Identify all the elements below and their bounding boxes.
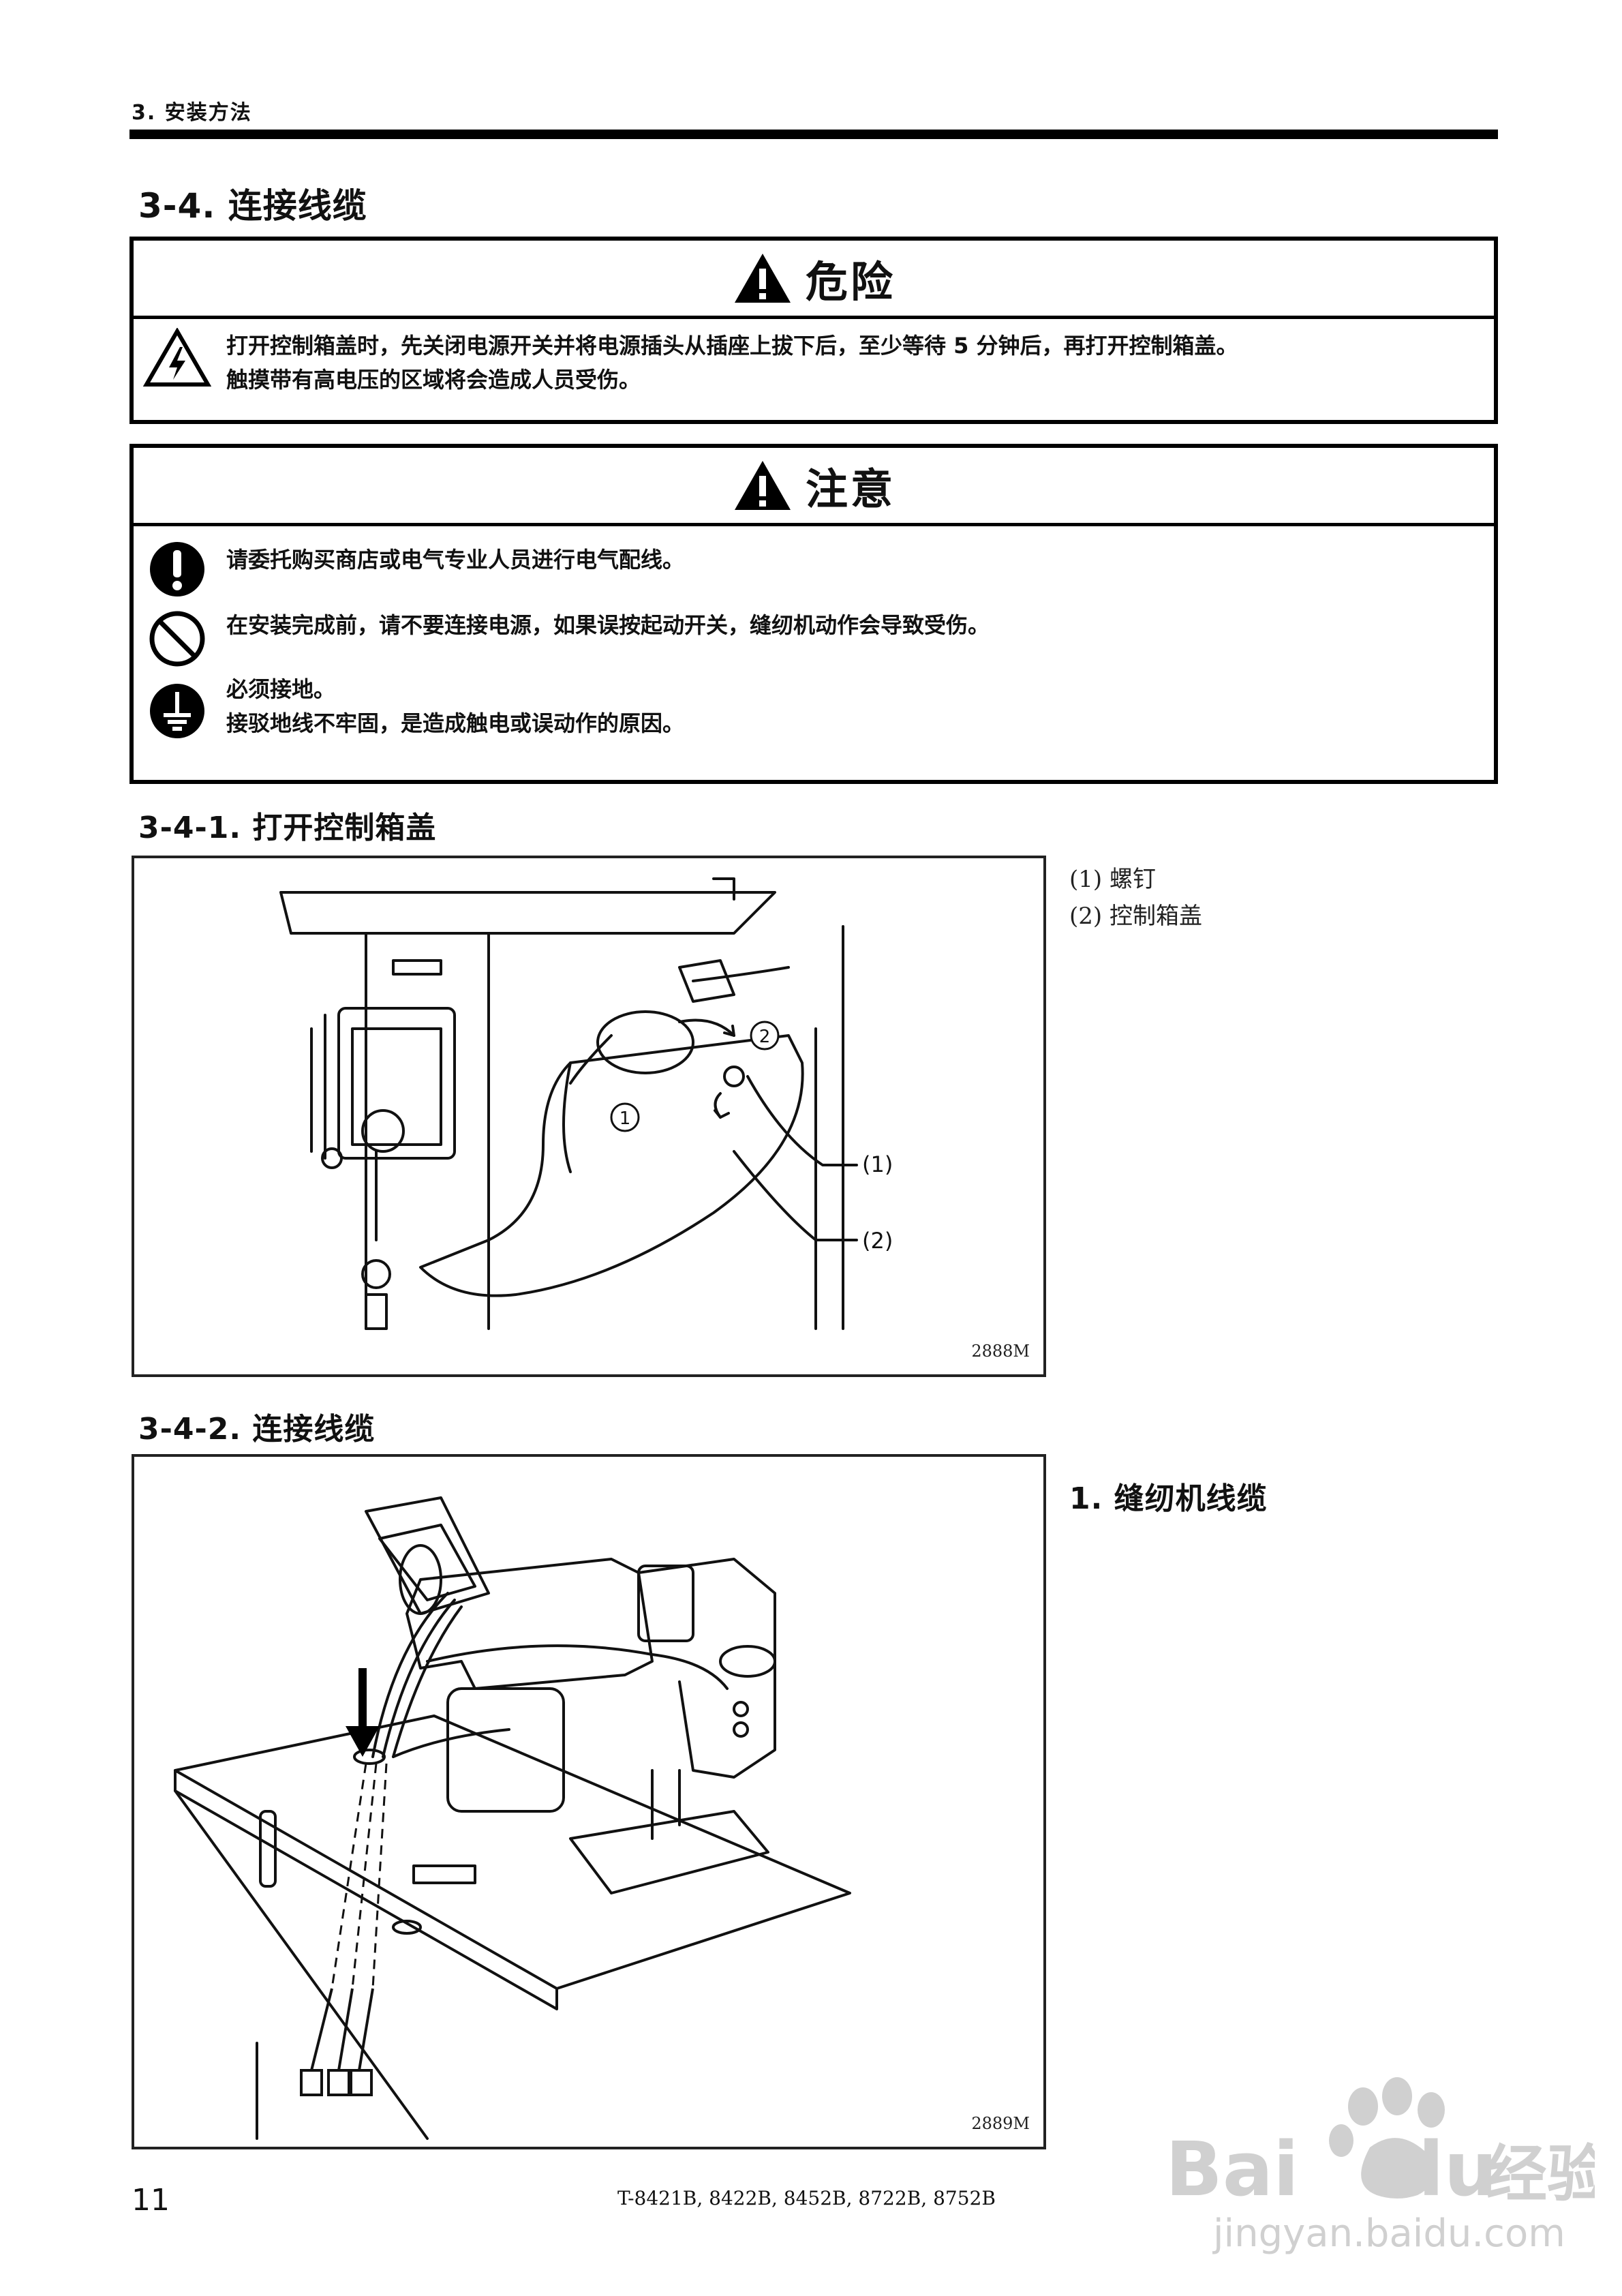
model-numbers: T-8421B, 8422B, 8452B, 8722B, 8752B	[617, 2187, 996, 2209]
section-title: 3-4. 连接线缆	[138, 186, 367, 226]
caption-sewing-machine-cable: 1. 缝纫机线缆	[1069, 1481, 1268, 1516]
caution-item-3-line-1: 必须接地。	[226, 676, 336, 702]
step-marker-2	[750, 1021, 780, 1051]
caution-item-2: 在安装完成前，请不要连接电源，如果误按起动开关，缝纫机动作会导致受伤。	[226, 612, 990, 638]
high-voltage-icon	[143, 328, 211, 387]
svg-text:Bai: Bai	[1165, 2126, 1299, 2213]
callout-2: (2)	[862, 1228, 893, 1254]
caption-screw: (1) 螺钉	[1069, 866, 1156, 893]
warning-triangle-icon	[734, 254, 791, 303]
step-marker-2-label: 2	[759, 1027, 771, 1047]
danger-line-1: 打开控制箱盖时，先关闭电源开关并将电源插头从插座上拔下后，至少等待 5 分钟后，…	[226, 333, 1238, 359]
svg-text:du: du	[1390, 2126, 1497, 2213]
subsection-title-1: 3-4-1. 打开控制箱盖	[138, 811, 437, 845]
figure-code: 2889M	[971, 2114, 1030, 2133]
danger-title: 危险	[805, 257, 896, 307]
control-box-illustration: 1 2 (1) (2)	[279, 877, 893, 1330]
mandatory-icon	[150, 542, 204, 596]
baidu-watermark-logo: Bai du 经验 jingyan.baidu.com	[1159, 2059, 1608, 2263]
running-header: 3. 安装方法	[132, 101, 252, 125]
figure-open-control-box: 1 2 (1) (2) 2888M	[132, 856, 1046, 1377]
callout-1: (1)	[862, 1151, 893, 1177]
svg-text:经验: 经验	[1486, 2139, 1595, 2210]
figure-code: 2888M	[971, 1342, 1030, 1361]
sewing-machine-illustration	[174, 1496, 851, 2140]
warning-triangle-icon	[734, 461, 791, 510]
danger-line-2: 触摸带有高电压的区域将会造成人员受伤。	[226, 367, 641, 393]
danger-box: 危险 打开控制箱盖时，先关闭电源开关并将电源插头从插座上拔下后，至少等待 5 分…	[129, 237, 1498, 424]
danger-header: 危险	[134, 241, 1494, 319]
page-number: 11	[132, 2183, 170, 2218]
caution-title: 注意	[805, 464, 896, 514]
caution-item-3-line-2: 接驳地线不牢固，是造成触电或误动作的原因。	[226, 710, 685, 736]
header-rule	[129, 130, 1498, 139]
caption-control-box-cover: (2) 控制箱盖	[1069, 903, 1202, 930]
step-marker-1-label: 1	[619, 1108, 631, 1129]
step-marker-1	[610, 1102, 640, 1132]
figure-connect-cables: 2889M	[132, 1454, 1046, 2149]
caution-box: 注意 请委托购买商店或电气专业人员进行电气配线。 在安装完成前，请不要连接电源，…	[129, 444, 1498, 784]
ground-icon	[150, 684, 204, 738]
svg-text:jingyan.baidu.com: jingyan.baidu.com	[1212, 2211, 1565, 2256]
caution-item-1: 请委托购买商店或电气专业人员进行电气配线。	[226, 547, 685, 573]
subsection-title-2: 3-4-2. 连接线缆	[138, 1412, 376, 1447]
prohibited-icon	[149, 611, 205, 667]
caution-header: 注意	[134, 448, 1494, 526]
